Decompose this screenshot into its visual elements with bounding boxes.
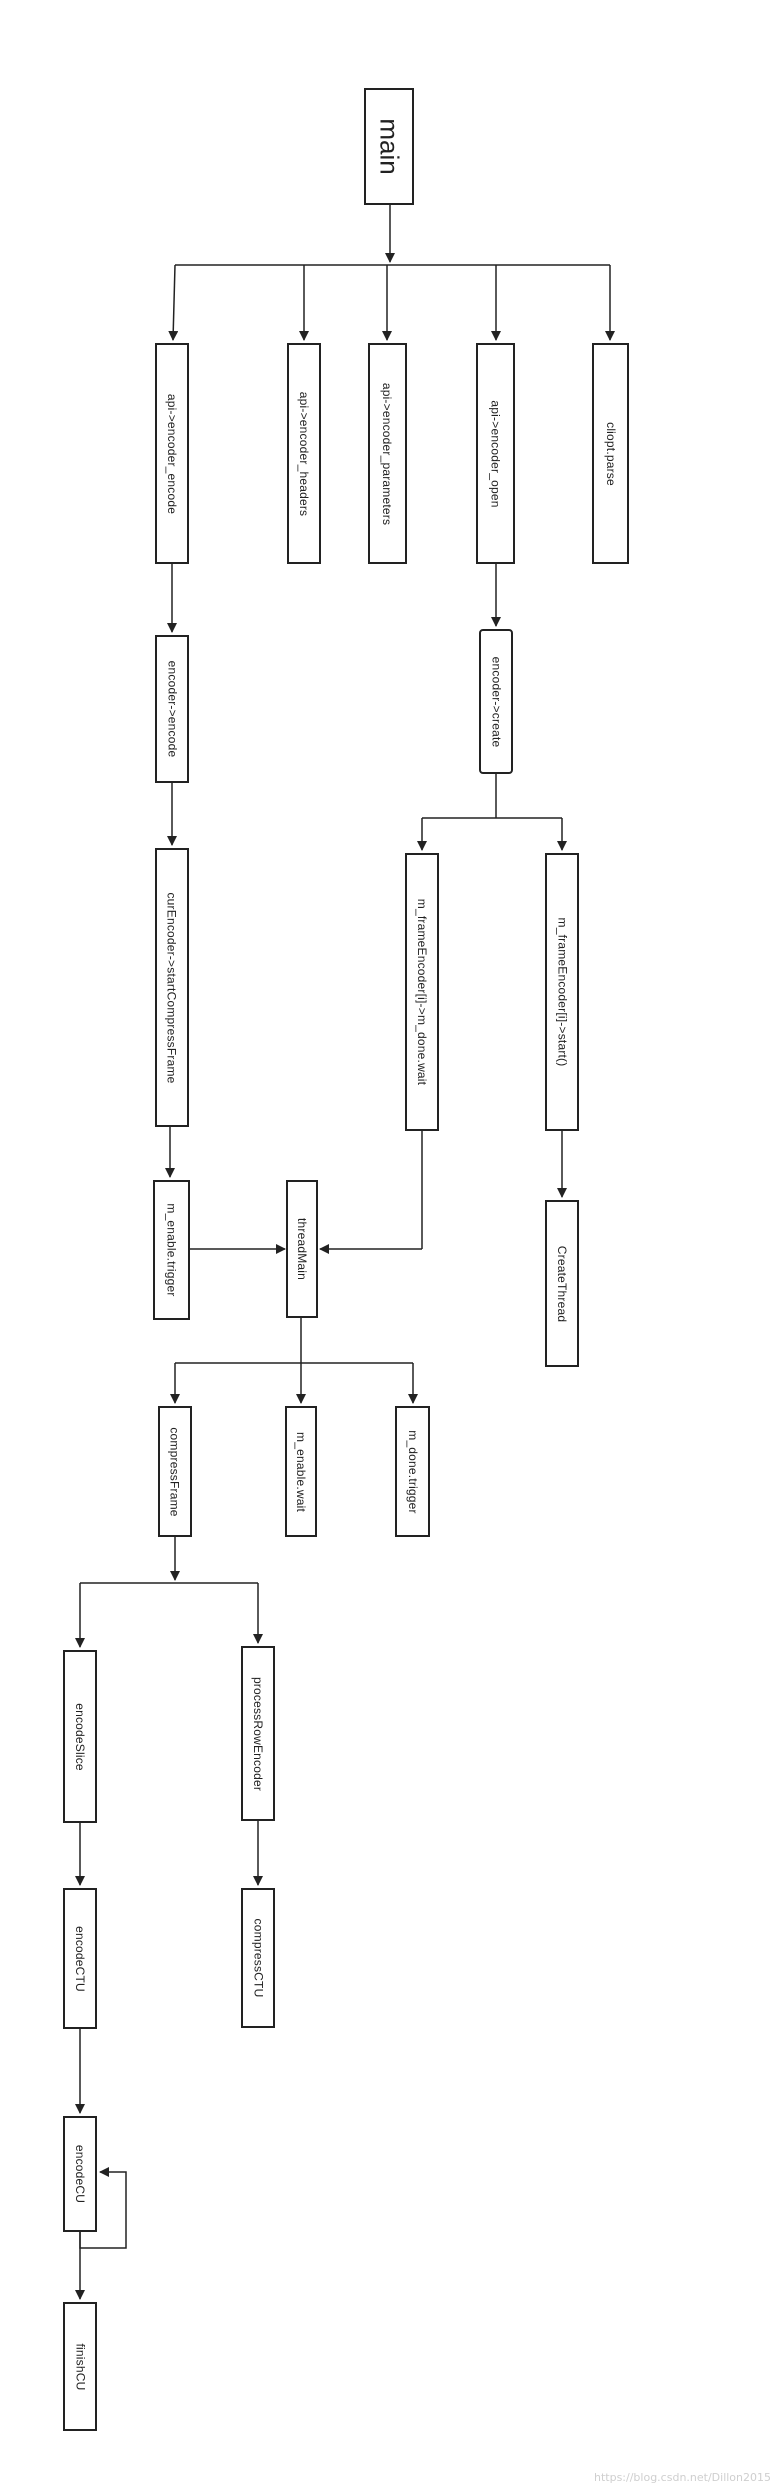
node-main-label: main: [374, 118, 405, 175]
node-m-enable-wait-label: m_enable.wait: [294, 1431, 309, 1512]
node-m-enable-trigger: m_enable.trigger: [153, 1180, 190, 1320]
edges-encode-chain: [165, 564, 286, 1254]
node-encoder-create: encoder->create: [479, 629, 513, 774]
node-encoder-create-label: encoder->create: [489, 656, 504, 747]
node-api-encoder-open-label: api->encoder_open: [488, 399, 503, 508]
node-m-done-trigger-label: m_done.trigger: [405, 1429, 420, 1514]
node-thread-main-label: threadMain: [295, 1217, 310, 1281]
edge-encodecu-self-loop: [79, 2167, 127, 2249]
node-cliopt-parse-label: cliopt.parse: [603, 421, 618, 486]
node-start-compress-frame: curEncoder->startCompressFrame: [155, 848, 189, 1127]
node-frame-encoder-done-wait: m_frameEncoder[i]->m_done.wait: [405, 853, 439, 1131]
node-thread-main: threadMain: [286, 1180, 318, 1318]
node-api-encoder-parameters: api->encoder_parameters: [368, 343, 407, 564]
node-encode-ctu: encodeCTU: [63, 1888, 97, 2029]
node-encode-slice: encodeSlice: [63, 1650, 97, 1823]
node-api-encoder-encode-label: api->encoder_encode: [165, 393, 180, 514]
node-frame-encoder-start-label: m_frameEncoder[i]->start(): [555, 917, 570, 1067]
edges-open-chain: [319, 564, 567, 1254]
node-api-encoder-encode: api->encoder_encode: [155, 343, 189, 564]
node-api-encoder-open: api->encoder_open: [476, 343, 515, 564]
node-encode-cu-label: encodeCU: [73, 2144, 87, 2204]
node-m-enable-wait: m_enable.wait: [285, 1406, 317, 1537]
node-create-thread-label: CreateThread: [555, 1245, 570, 1322]
node-encoder-encode-label: encoder->encode: [165, 660, 179, 758]
node-encode-cu: encodeCU: [63, 2116, 97, 2232]
node-frame-encoder-done-wait-label: m_frameEncoder[i]->m_done.wait: [415, 898, 430, 1086]
node-compress-ctu-label: compressCTU: [251, 1918, 266, 1998]
node-compress-ctu: compressCTU: [241, 1888, 275, 2028]
watermark: https://blog.csdn.net/Dillon2015: [594, 2471, 771, 2484]
node-api-encoder-headers-label: api->encoder_headers: [297, 391, 312, 516]
node-compress-frame: compressFrame: [158, 1406, 192, 1537]
node-api-encoder-parameters-label: api->encoder_parameters: [380, 382, 395, 525]
node-api-encoder-headers: api->encoder_headers: [287, 343, 321, 564]
node-process-row-encoder: processRowEncoder: [241, 1646, 275, 1821]
node-cliopt-parse: cliopt.parse: [592, 343, 629, 564]
edges-main-fanout: [168, 205, 615, 341]
node-finish-cu-label: finishCU: [73, 2343, 88, 2390]
node-m-done-trigger: m_done.trigger: [395, 1406, 430, 1537]
node-main: main: [364, 88, 414, 205]
node-frame-encoder-start: m_frameEncoder[i]->start(): [545, 853, 579, 1131]
node-encode-ctu-label: encodeCTU: [73, 1925, 87, 1992]
node-encode-slice-label: encodeSlice: [73, 1702, 87, 1771]
node-create-thread: CreateThread: [545, 1200, 579, 1367]
node-compress-frame-label: compressFrame: [168, 1426, 183, 1517]
edges-compressframe-fanout: [75, 1537, 263, 1648]
node-m-enable-trigger-label: m_enable.trigger: [164, 1203, 179, 1297]
node-encoder-encode: encoder->encode: [155, 635, 189, 783]
node-finish-cu: finishCU: [63, 2302, 97, 2431]
node-start-compress-frame-label: curEncoder->startCompressFrame: [165, 891, 179, 1084]
edges-threadmain-fanout: [170, 1318, 418, 1404]
node-process-row-encoder-label: processRowEncoder: [251, 1676, 265, 1791]
